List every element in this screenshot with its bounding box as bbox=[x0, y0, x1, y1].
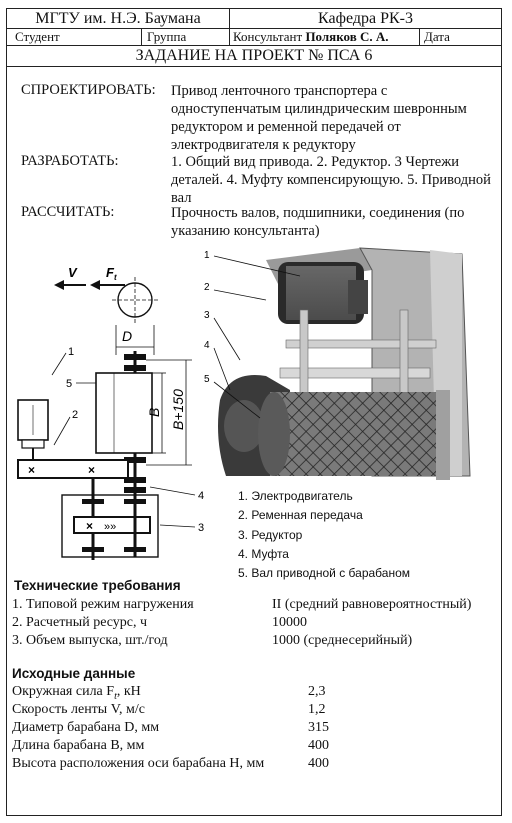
legend-item: 1. Электродвигатель bbox=[238, 489, 353, 503]
task-label-design: СПРОЕКТИРОВАТЬ: bbox=[21, 82, 156, 98]
task-text-design: Привод ленточного транспортера с односту… bbox=[171, 82, 501, 154]
header-row-2: Студент Группа Консультант Поляков С. А.… bbox=[7, 28, 501, 46]
task-line: Прочность валов, подшипники, соединения … bbox=[171, 205, 465, 221]
consultant-field: Консультант Поляков С. А. bbox=[229, 28, 419, 45]
input-value-length: 400 bbox=[308, 738, 329, 753]
req-value-1: II (средний равновероятностный) bbox=[272, 597, 472, 612]
photo-callout-5: 5 bbox=[204, 374, 210, 385]
schematic-callout-3: 3 bbox=[198, 522, 204, 534]
photo-callout-1: 1 bbox=[204, 250, 210, 261]
input-value-speed: 1,2 bbox=[308, 702, 326, 717]
svg-text:×: × bbox=[28, 463, 35, 477]
task-line: Привод ленточного транспортера с bbox=[171, 83, 388, 99]
task-text-develop: 1. Общий вид привода. 2. Редуктор. 3 Чер… bbox=[171, 153, 501, 207]
task-line: вал bbox=[171, 190, 192, 206]
task-line: электродвигателя к редуктору bbox=[171, 137, 356, 153]
photo-callout-4: 4 bbox=[204, 340, 210, 351]
department-name: Кафедра РК-3 bbox=[229, 9, 501, 28]
input-value-force: 2,3 bbox=[308, 684, 326, 699]
input-value-diameter: 315 bbox=[308, 720, 329, 735]
input-data-title: Исходные данные bbox=[12, 666, 136, 681]
header-row-3: ЗАДАНИЕ НА ПРОЕКТ № ПСА 6 bbox=[7, 45, 501, 67]
v-label: V bbox=[68, 265, 78, 280]
schematic-callout-5: 5 bbox=[66, 378, 72, 390]
legend-item: 3. Редуктор bbox=[238, 527, 303, 542]
d-label: D bbox=[122, 328, 132, 344]
req-value-2: 10000 bbox=[272, 615, 307, 630]
assignment-sheet: МГТУ им. Н.Э. Баумана Кафедра РК-3 Студе… bbox=[6, 8, 502, 816]
drive-schematic: V Ft D B B+150 × × × »» 1 2 3 bbox=[17, 265, 204, 560]
req-label-2: 2. Расчетный ресурс, ч bbox=[12, 615, 148, 630]
legend-item: 4. Муфта bbox=[238, 546, 289, 561]
tech-requirements-title: Технические требования bbox=[14, 578, 181, 593]
input-label-diameter: Диаметр барабана D, мм bbox=[12, 720, 160, 735]
req-label-3: 3. Объем выпуска, шт./год bbox=[12, 633, 168, 648]
consultant-label: Консультант bbox=[233, 28, 303, 44]
drive-photo: 1 2 3 4 5 bbox=[200, 240, 500, 488]
task-text-calculate: Прочность валов, подшипники, соединения … bbox=[171, 204, 501, 240]
header-row-1: МГТУ им. Н.Э. Баумана Кафедра РК-3 bbox=[7, 9, 501, 29]
req-value-3: 1000 (среднесерийный) bbox=[272, 633, 413, 648]
svg-text:»»: »» bbox=[104, 521, 116, 533]
b150-label: B+150 bbox=[170, 389, 186, 430]
b-label: B bbox=[146, 408, 162, 417]
input-label-force: Окружная сила Ft, кН bbox=[12, 684, 141, 702]
svg-text:×: × bbox=[88, 463, 95, 477]
assignment-title: ЗАДАНИЕ НА ПРОЕКТ № ПСА 6 bbox=[135, 46, 373, 64]
input-label-speed: Скорость ленты V, м/с bbox=[12, 702, 145, 717]
photo-callout-2: 2 bbox=[204, 282, 210, 293]
task-line: редуктором и ременной передачей от bbox=[171, 119, 401, 135]
student-label: Студент bbox=[15, 28, 60, 44]
date-label: Дата bbox=[419, 28, 501, 45]
schematic-callout-4: 4 bbox=[198, 490, 204, 502]
input-value-height: 400 bbox=[308, 756, 329, 771]
svg-text:×: × bbox=[86, 519, 93, 533]
task-label-develop: РАЗРАБОТАТЬ: bbox=[21, 153, 119, 169]
photo-callout-3: 3 bbox=[204, 310, 210, 321]
schematic-callout-2: 2 bbox=[72, 409, 78, 421]
req-label-1: 1. Типовой режим нагружения bbox=[12, 597, 194, 612]
input-label-length: Длина барабана B, мм bbox=[12, 738, 145, 753]
f-label: Ft bbox=[106, 265, 117, 282]
schematic-callout-1: 1 bbox=[68, 346, 74, 358]
consultant-name: Поляков С. А. bbox=[305, 28, 389, 44]
task-line: одноступенчатым цилиндрическим шевронным bbox=[171, 101, 467, 117]
task-label-calculate: РАССЧИТАТЬ: bbox=[21, 204, 115, 220]
group-label: Группа bbox=[141, 28, 229, 45]
task-line: указанию консультанта) bbox=[171, 223, 320, 239]
components-legend: 1. Электродвигатель 2. Ременная передача… bbox=[238, 487, 410, 583]
legend-item: 5. Вал приводной с барабаном bbox=[238, 566, 410, 581]
legend-item: 2. Ременная передача bbox=[238, 508, 363, 523]
input-label-height: Высота расположения оси барабана H, мм bbox=[12, 756, 265, 771]
task-line: деталей. 4. Муфту компенсирующую. 5. При… bbox=[171, 172, 491, 188]
university-name: МГТУ им. Н.Э. Баумана bbox=[35, 9, 201, 27]
task-line: 1. Общий вид привода. 2. Редуктор. 3 Чер… bbox=[171, 154, 460, 170]
